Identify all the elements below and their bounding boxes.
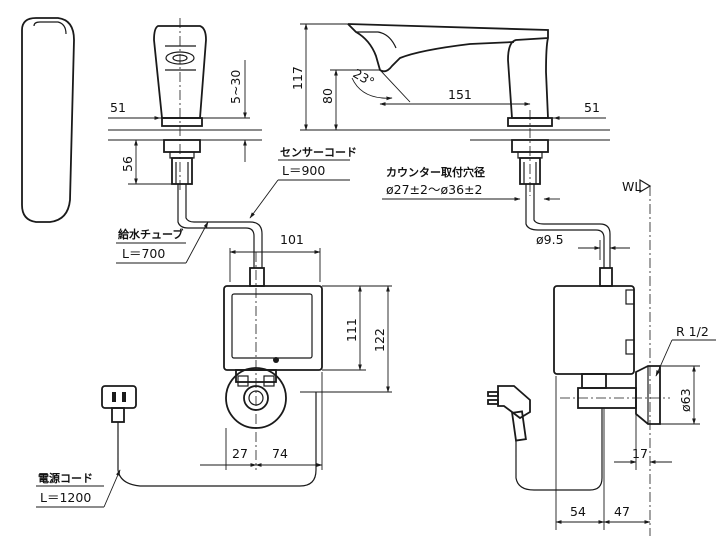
dim-151: 151	[379, 87, 531, 106]
dim-5-30: 5~30	[200, 60, 250, 162]
dim-117-80: 117 80	[290, 23, 470, 131]
supply-tube-len-text: L＝700	[122, 246, 165, 261]
front-view-faucet	[108, 25, 263, 268]
spout-profile-view	[21, 17, 75, 223]
sensor-cord-len-text: L＝900	[282, 163, 325, 178]
control-box-side	[553, 267, 670, 425]
counter-hole-text: カウンター取付穴径	[386, 165, 485, 179]
dim-17-text: 17	[632, 446, 648, 461]
dim-74-text: 74	[272, 446, 288, 461]
side-view-spout	[347, 23, 553, 127]
dim-51-front: 51	[108, 100, 162, 120]
sensor-cord-text: センサーコード	[280, 146, 357, 159]
dim-111-text: 111	[344, 318, 359, 342]
power-cord-label: 電源コード L＝1200	[36, 469, 121, 508]
dim-63: ø63	[660, 365, 700, 425]
dim-101: 101	[229, 232, 321, 282]
dim-151-text: 151	[448, 87, 472, 102]
dim-23-text: 23°	[351, 66, 378, 90]
dim-56: 56	[120, 139, 172, 185]
dim-27-text: 27	[232, 446, 248, 461]
power-cord-len-text: L＝1200	[40, 490, 91, 505]
dim-101-text: 101	[280, 232, 304, 247]
thread-label: R 1/2	[655, 324, 716, 377]
counter-hole-label: カウンター取付穴径 ø27±2～ø36±2	[382, 165, 560, 201]
dim-80-text: 80	[320, 88, 335, 104]
sensor-cord-label: センサーコード L＝900	[249, 146, 357, 219]
dim-51-right: 51	[552, 100, 606, 120]
wl-text: WL	[622, 179, 641, 194]
dim-122-text: 122	[372, 328, 387, 352]
control-box-front	[223, 267, 323, 429]
dim-54-47: 54 47	[555, 376, 651, 530]
power-cord-text: 電源コード	[38, 471, 93, 485]
dim-17: 17	[614, 410, 672, 470]
dim-117-text: 117	[290, 66, 305, 90]
dim-63-text: ø63	[678, 388, 693, 412]
supply-tube-label: 給水チューブ L＝700	[116, 221, 209, 264]
dim-54-text: 54	[570, 504, 586, 519]
dim-56-text: 56	[120, 156, 135, 172]
dim-5-30-text: 5~30	[228, 70, 243, 104]
dim-51-front-text: 51	[110, 100, 126, 115]
power-plug-side	[487, 385, 603, 491]
dim-111-122: 111 122	[300, 285, 392, 393]
counter-hole-size-text: ø27±2～ø36±2	[386, 182, 482, 197]
dim-51-right-text: 51	[584, 100, 600, 115]
dim-27-74: 27 74	[200, 372, 323, 470]
dim-47-text: 47	[614, 504, 630, 519]
dim-9-5-text: ø9.5	[536, 232, 564, 247]
water-level-marker: WL	[622, 178, 652, 536]
thread-text: R 1/2	[676, 324, 709, 339]
supply-tube-text: 給水チューブ	[118, 227, 183, 241]
power-plug-front	[101, 385, 317, 487]
dim-pipe-9-5: ø9.5	[536, 232, 630, 260]
side-view-shank	[511, 139, 611, 268]
